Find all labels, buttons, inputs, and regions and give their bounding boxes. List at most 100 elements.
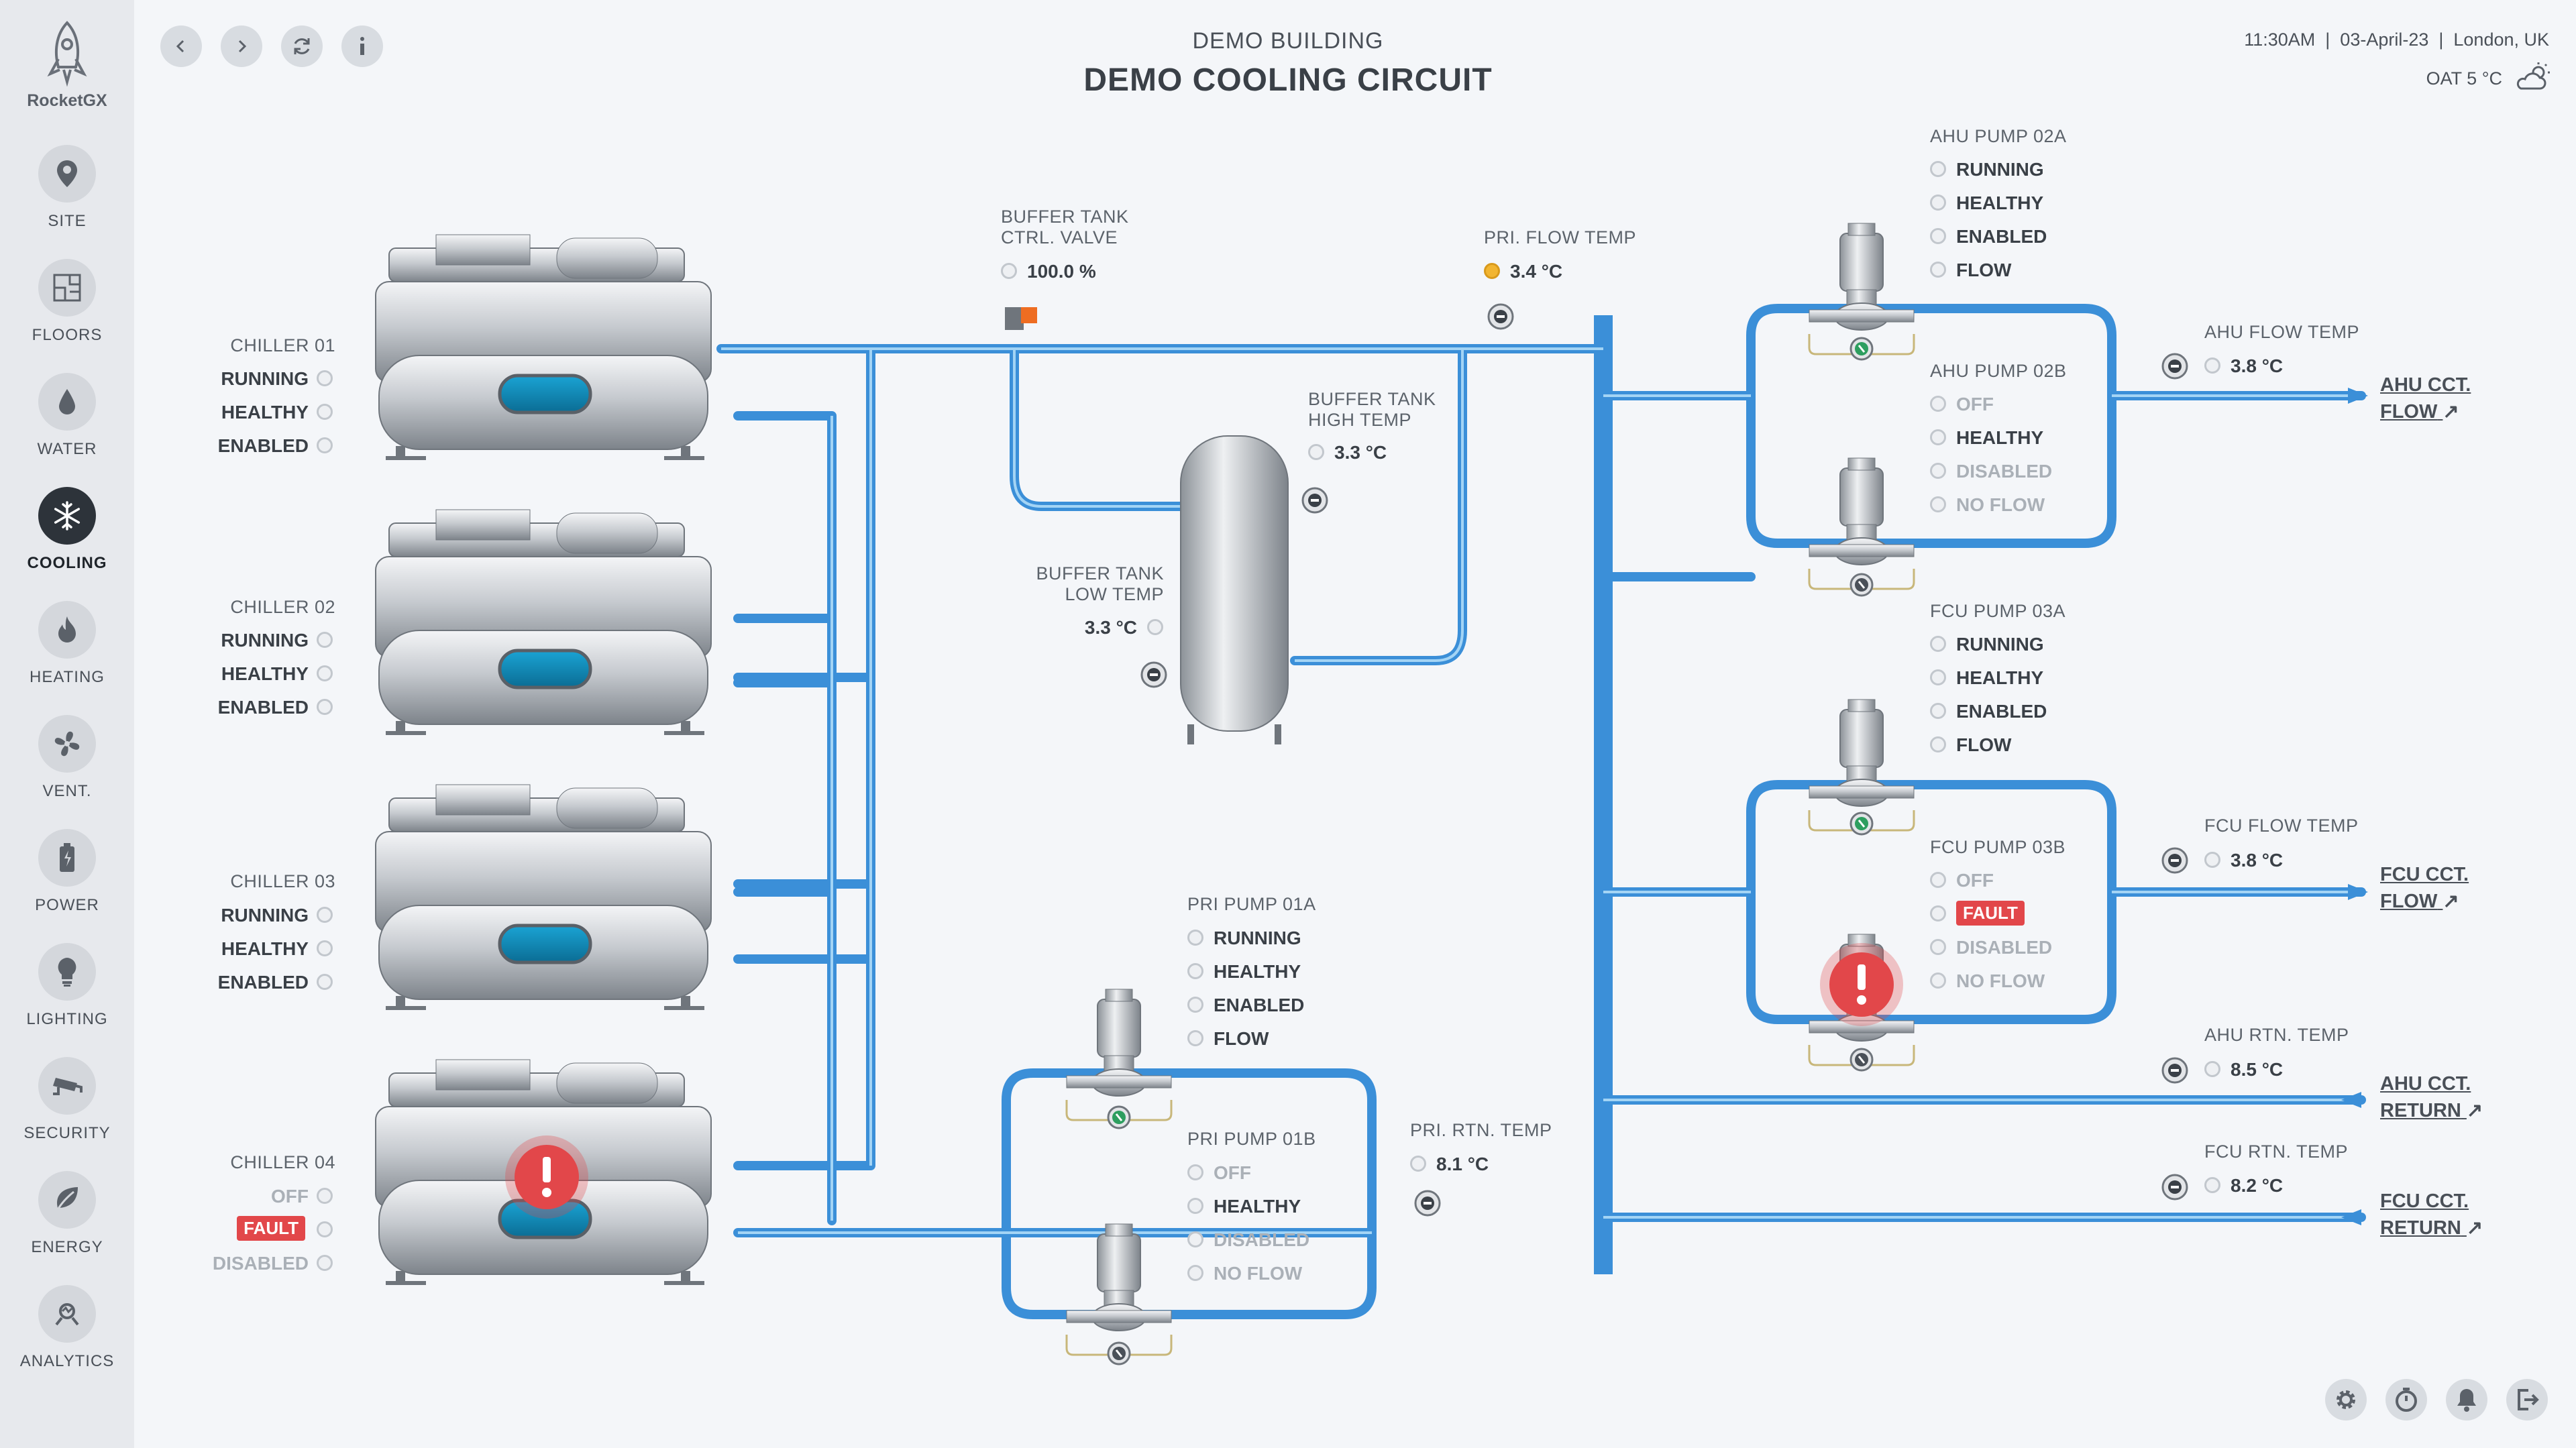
arrow-up-right-icon: ↗ [2466, 1217, 2483, 1239]
pump-name: PRI PUMP 01A [1187, 894, 1316, 914]
fcu-rtn-value: 8.2 °C [2231, 1175, 2284, 1196]
status-running: RUNNING [221, 368, 309, 389]
brand[interactable]: RocketGX [0, 20, 134, 111]
nav-label: WATER [37, 440, 97, 458]
status-indicator [1187, 1198, 1203, 1214]
status-flow: FLOW [1956, 734, 2012, 755]
ahu-rtn-label: AHU RTN. TEMP [2204, 1025, 2349, 1045]
water-drop-icon [59, 389, 75, 414]
logout-button[interactable] [2506, 1379, 2548, 1421]
status-indicator [1187, 1265, 1203, 1281]
forward-button[interactable] [221, 25, 262, 67]
status-indicator [1930, 669, 1946, 685]
status-indicator [1308, 444, 1324, 460]
pri-flow-value: 3.4 °C [1510, 261, 1563, 282]
pri-flow-label: PRI. FLOW TEMP [1484, 227, 1637, 247]
nav-label: VENT. [42, 782, 92, 800]
nav-security[interactable]: SECURITY [0, 1057, 134, 1143]
sidebar: RocketGX SITE FLOORS WATER COOLING HEATI… [0, 0, 134, 1448]
status-off: OFF [271, 1186, 309, 1207]
status-indicator [1147, 619, 1163, 635]
nav-energy[interactable]: ENERGY [0, 1171, 134, 1257]
nav-site[interactable]: SITE [0, 145, 134, 231]
status-running: RUNNING [1956, 159, 2044, 180]
status-indicator [1930, 736, 1946, 753]
nav-vent[interactable]: VENT. [0, 715, 134, 801]
oat-reading: OAT 5 °C [2426, 68, 2502, 89]
status-indicator [317, 632, 333, 648]
rocket-logo-icon [47, 21, 87, 87]
nav-label: ENERGY [31, 1238, 103, 1256]
app-name: RocketGX [27, 91, 107, 110]
status-healthy: HEALTHY [1214, 1196, 1301, 1217]
nav-heating[interactable]: HEATING [0, 601, 134, 687]
status-indicator [1930, 939, 1946, 955]
nav-label: ANALYTICS [19, 1352, 115, 1370]
leaf-icon [54, 1187, 78, 1214]
nav-label: COOLING [27, 554, 107, 572]
status-indicator [317, 940, 333, 956]
page-title: DEMO COOLING CIRCUIT [1083, 62, 1493, 98]
chiller-name: CHILLER 03 [230, 871, 335, 891]
arrow-up-right-icon: ↗ [2443, 891, 2459, 912]
nav-power[interactable]: POWER [0, 829, 134, 915]
nav-label: LIGHTING [26, 1010, 108, 1028]
fcu-flow-value: 3.8 °C [2231, 850, 2284, 871]
buffer-low-value: 3.3 °C [1084, 617, 1137, 638]
status-indicator [1930, 905, 1946, 922]
nav-floors[interactable]: FLOORS [0, 259, 134, 345]
building-name: DEMO BUILDING [1192, 28, 1384, 54]
buffer-valve-label1: BUFFER TANK [1001, 207, 1129, 227]
nav-cooling[interactable]: COOLING [0, 487, 134, 573]
nav-water[interactable]: WATER [0, 373, 134, 459]
info-button[interactable] [341, 25, 383, 67]
status-indicator [317, 1255, 333, 1271]
status-indicator [1187, 963, 1203, 979]
cctv-icon [53, 1078, 83, 1095]
status-indicator [317, 974, 333, 990]
back-button[interactable] [160, 25, 202, 67]
timer-button[interactable] [2385, 1379, 2427, 1421]
fault-badge[interactable]: FAULT [237, 1216, 305, 1241]
status-enabled: ENABLED [1956, 701, 2047, 722]
info-icon [360, 37, 364, 55]
map-pin-icon [57, 160, 77, 187]
fcu-flow-link[interactable]: FCU CCT.FLOW ↗ [2380, 861, 2469, 915]
pump-name: PRI PUMP 01B [1187, 1129, 1316, 1149]
settings-button[interactable] [2325, 1379, 2367, 1421]
notifications-button[interactable] [2446, 1379, 2487, 1421]
ahu-return-link[interactable]: AHU CCT.RETURN ↗ [2380, 1070, 2483, 1124]
pump-name: AHU PUMP 02A [1930, 126, 2067, 146]
nav-analytics[interactable]: ANALYTICS [0, 1285, 134, 1371]
status-running: RUNNING [1956, 634, 2044, 655]
fault-badge[interactable]: FAULT [1956, 901, 2025, 926]
status-indicator [2204, 1177, 2220, 1193]
floorplan-icon [53, 274, 81, 302]
status-off: OFF [1956, 870, 1994, 891]
nav-lighting[interactable]: LIGHTING [0, 943, 134, 1029]
status-indicator [1187, 997, 1203, 1013]
link-text: FCU CCT. [2380, 864, 2469, 885]
status-indicator [1930, 636, 1946, 652]
status-indicator [2204, 357, 2220, 374]
datetime-bar: 11:30AM | 03-April-23 | London, UK [2244, 30, 2549, 50]
buffer-low-label1: BUFFER TANK [1036, 563, 1164, 583]
status-indicator [1930, 396, 1946, 412]
status-healthy: HEALTHY [221, 663, 309, 684]
refresh-icon [294, 38, 310, 54]
status-running: RUNNING [221, 905, 309, 926]
pri-rtn-value: 8.1 °C [1436, 1154, 1489, 1174]
buffer-high-label2: HIGH TEMP [1308, 410, 1412, 430]
date: 03-April-23 [2340, 30, 2429, 50]
status-healthy: HEALTHY [1956, 427, 2044, 448]
status-indicator [317, 699, 333, 715]
chevron-right-icon [238, 40, 247, 53]
ahu-flow-link[interactable]: AHU CCT.FLOW ↗ [2380, 372, 2471, 425]
refresh-button[interactable] [281, 25, 323, 67]
buffer-valve-label2: CTRL. VALVE [1001, 227, 1118, 247]
status-indicator [2204, 852, 2220, 868]
fcu-return-link[interactable]: FCU CCT.RETURN ↗ [2380, 1188, 2483, 1241]
status-indicator [1187, 1030, 1203, 1046]
status-indicator [1930, 703, 1946, 719]
